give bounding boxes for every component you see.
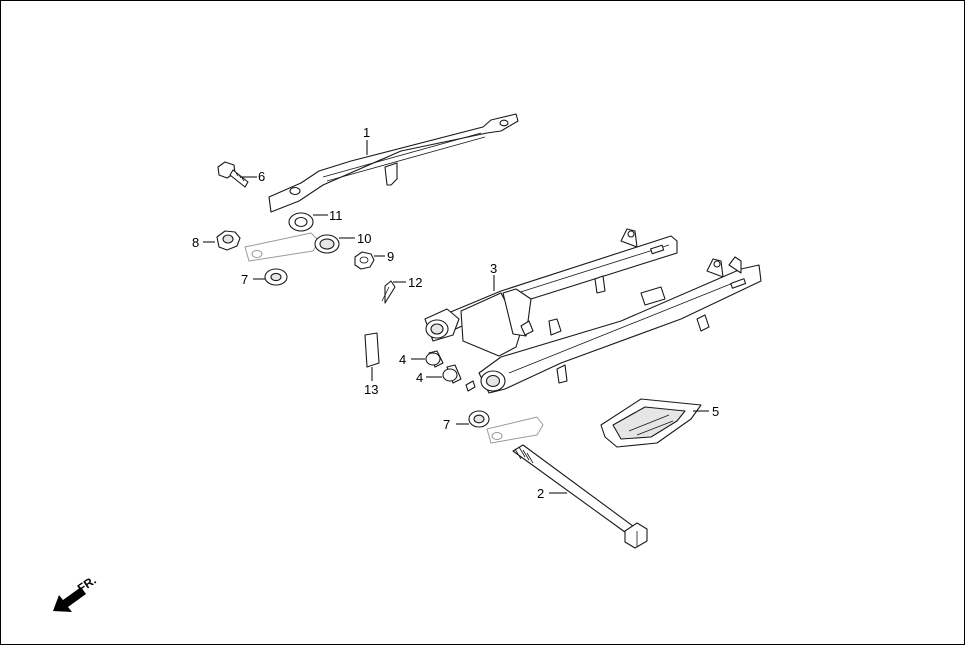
part-13-tag [364,332,380,368]
part-4-bushing-lower [442,364,462,384]
leader-lines [203,140,709,494]
callout-12: 12 [408,275,422,290]
part-5-chain-guide [600,398,702,448]
callout-4-lower: 4 [416,370,423,385]
callout-5: 5 [712,404,719,419]
part-4-bushing-upper [425,350,444,368]
part-8-nut [216,230,241,251]
callout-7-lower: 7 [443,417,450,432]
callout-7-upper: 7 [241,272,248,287]
callout-11: 11 [329,208,343,223]
callout-8: 8 [192,235,199,250]
part-9-lock-nut [354,251,375,270]
part-10-washer [314,234,340,254]
callout-4-upper: 4 [399,352,406,367]
callout-2: 2 [537,486,544,501]
front-direction-indicator: FR. [53,573,99,612]
part-1-brace-bar [268,113,519,213]
part-6-bolt [217,161,249,188]
grease-nipple [465,380,476,392]
part-7-washer-upper [264,268,288,286]
callout-6: 6 [258,169,265,184]
front-direction-arrow-icon [53,587,86,612]
part-11-spring-washer [288,212,314,232]
callout-13: 13 [364,382,378,397]
part-2-axle-bolt [512,444,648,549]
part-7-washer-lower [468,410,490,428]
part-12-cotter-pin [381,280,396,304]
callout-10: 10 [357,231,371,246]
part-3-swingarm [424,228,762,394]
callout-1: 1 [363,125,370,140]
callout-3: 3 [490,261,497,276]
callout-9: 9 [387,249,394,264]
